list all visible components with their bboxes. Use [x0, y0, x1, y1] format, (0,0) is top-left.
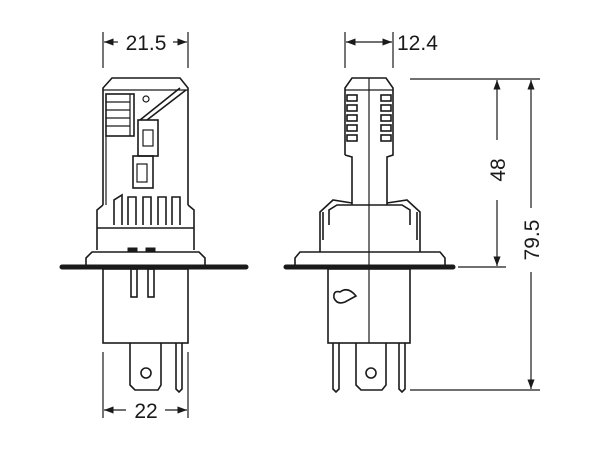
led-array-side — [346, 94, 392, 142]
heatsink-fins-front — [96, 193, 195, 250]
led-array-front — [105, 87, 187, 205]
dim-label-22: 22 — [134, 400, 157, 423]
side-view-bulb — [283, 77, 456, 394]
dim-label-48: 48 — [487, 158, 510, 181]
dim-label-12-4: 12.4 — [397, 32, 438, 55]
front-view-bulb — [59, 77, 249, 394]
dim-label-21-5: 21.5 — [126, 32, 167, 55]
dimension-side-heights: 48 79.5 — [410, 78, 544, 391]
dimension-front-top: 21.5 — [102, 32, 189, 68]
locating-lug-icon — [333, 288, 358, 304]
dimension-side-top: 12.4 — [344, 32, 438, 68]
dim-label-79-5: 79.5 — [521, 220, 544, 261]
dimension-front-bottom: 22 — [102, 352, 189, 423]
